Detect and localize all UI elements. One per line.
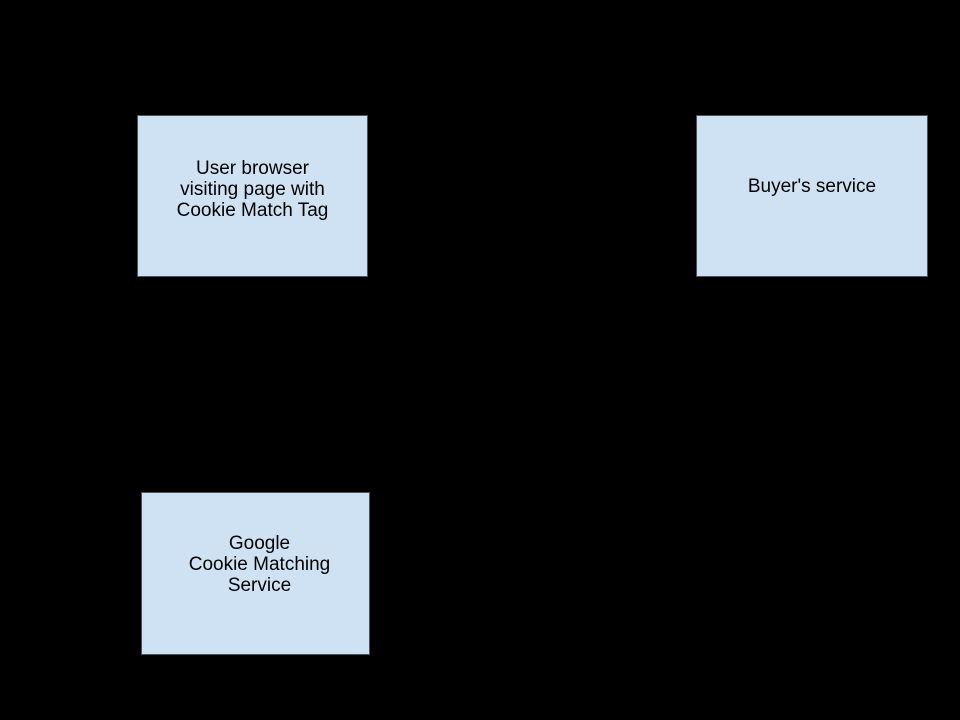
node-buyers-service: Buyer's service (696, 115, 928, 277)
node-buyers-service-label: Buyer's service (747, 176, 877, 197)
node-google-cookie-matching-service-label: Google Cookie Matching Service (188, 533, 331, 596)
node-google-cookie-matching-service: Google Cookie Matching Service (141, 492, 370, 655)
node-user-browser: User browser visiting page with Cookie M… (137, 115, 368, 277)
node-user-browser-label: User browser visiting page with Cookie M… (176, 158, 329, 221)
